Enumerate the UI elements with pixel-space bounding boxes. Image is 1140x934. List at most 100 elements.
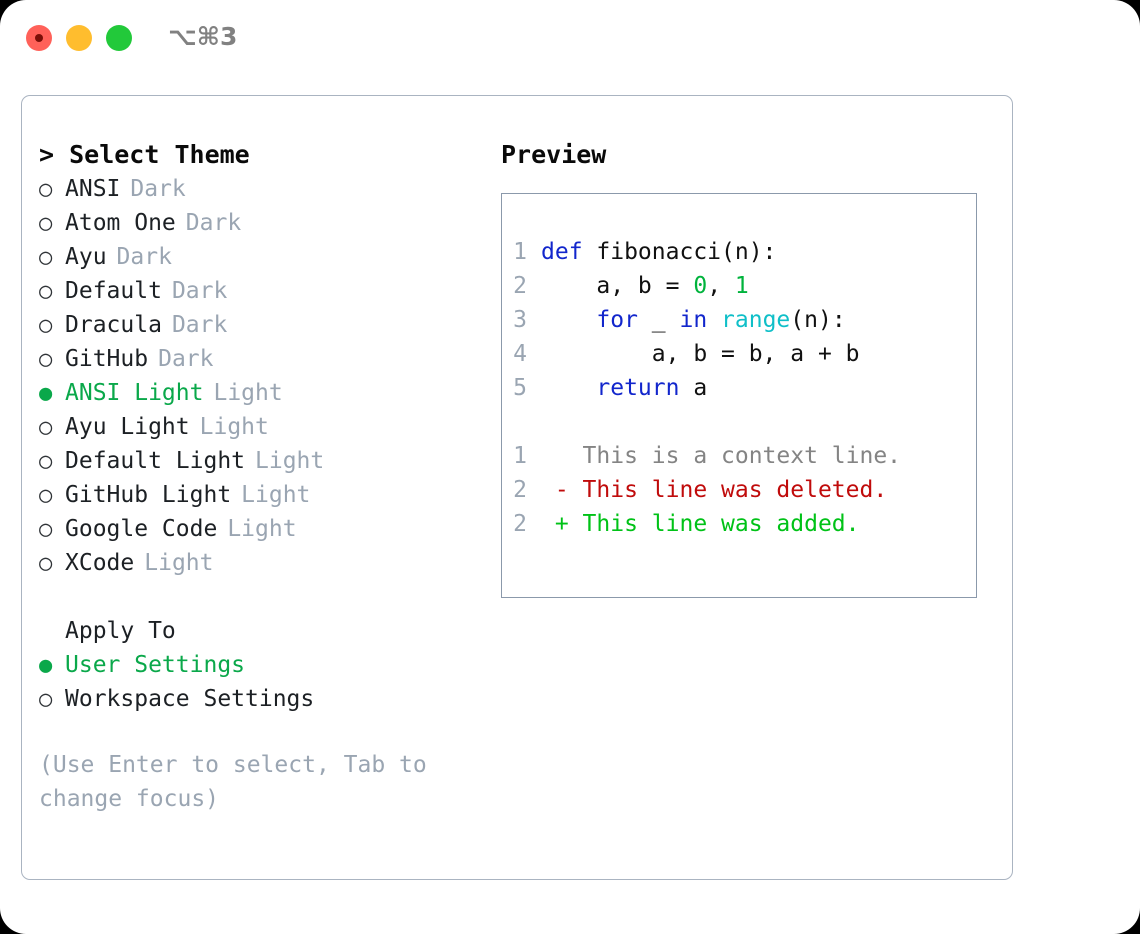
radio-unselected-icon: ○ [39,449,53,474]
apply-to-heading: Apply To [65,618,176,644]
code-line-number: 5 [513,375,527,401]
diff-line-number: 2 [513,477,527,503]
title-bar: ⌥⌘3 [0,0,1140,78]
code-line: 2 a, b = 0, 1 [513,269,970,303]
keyboard-hint-text: (Use Enter to select, Tab to change focu… [39,752,441,812]
radio-unselected-icon: ○ [39,177,53,202]
code-token-txt: , [707,273,735,299]
diff-line-del: 2 - This line was deleted. [513,473,970,507]
preview-heading: Preview [501,140,607,169]
theme-option-ansi-light[interactable]: ● ANSI Light Light [39,376,479,410]
code-line: 4 a, b = b, a + b [513,337,970,371]
theme-option-kind: Dark [171,278,228,304]
code-diff-spacer [513,405,970,439]
theme-option-kind: Light [144,550,214,576]
code-token-fn: range [721,307,791,333]
diff-line-text: This is a context line. [541,443,902,469]
apply-to-option-user-settings[interactable]: ● User Settings [39,648,479,682]
theme-option-kind: Light [255,448,325,474]
theme-option-label: Google Code [65,516,218,542]
theme-option-kind: Light [213,380,283,406]
theme-option-label: XCode [65,550,135,576]
theme-option-label: Default Light [65,448,246,474]
code-token-txt: fibonacci(n): [582,239,777,265]
diff-sample: 1 This is a context line.2 - This line w… [513,439,970,541]
theme-option-ayu-light[interactable]: ○ Ayu Light Light [39,410,479,444]
code-line: 5 return a [513,371,970,405]
code-token-kw: def [541,239,583,265]
radio-selected-icon: ● [39,653,53,678]
radio-unselected-icon: ○ [39,347,53,372]
code-line-number: 4 [513,341,527,367]
theme-option-label: Atom One [65,210,176,236]
theme-option-label: GitHub Light [65,482,232,508]
theme-option-label: ANSI Light [65,380,204,406]
code-token-num: 1 [734,273,749,299]
radio-unselected-icon: ○ [39,211,53,236]
diff-line-number: 2 [513,511,527,537]
diff-line-ctx: 1 This is a context line. [513,439,970,473]
code-token-kw: for [596,307,638,333]
code-token-txt: (n): [790,307,846,333]
apply-to-list[interactable]: ● User Settings ○Workspace Settings [39,648,479,716]
theme-option-kind: Dark [185,210,242,236]
diff-line-text: + This line was added. [541,511,860,537]
radio-unselected-icon: ○ [39,483,53,508]
code-token-num: 0 [693,273,708,299]
code-token-txt: _ [637,307,680,333]
theme-option-atom-one[interactable]: ○ Atom One Dark [39,206,479,240]
radio-unselected-icon: ○ [39,245,53,270]
list-spacer [39,580,479,614]
theme-option-kind: Dark [116,244,172,270]
radio-unselected-icon: ○ [39,415,53,440]
radio-unselected-icon: ○ [39,279,53,304]
code-line-number: 2 [513,273,527,299]
code-token-txt: a [679,375,708,401]
apply-to-option-label: User Settings [65,652,246,678]
close-window-button[interactable] [26,25,52,51]
apply-to-option-label: Workspace Settings [65,686,315,712]
theme-option-kind: Dark [171,312,228,338]
theme-option-kind: Light [199,414,269,440]
code-line-number: 1 [513,239,527,265]
minimize-window-button[interactable] [66,25,92,51]
window-controls [26,25,132,51]
code-token-txt: a, b = b, a + b [541,341,860,367]
code-token-kw: return [596,375,680,401]
diff-line-add: 2 + This line was added. [513,507,970,541]
theme-option-label: Ayu Light [65,414,190,440]
theme-option-kind: Dark [158,346,214,372]
zoom-window-button[interactable] [106,25,132,51]
diff-line-number: 1 [513,443,527,469]
apply-to-option-workspace-settings[interactable]: ○Workspace Settings [39,682,479,716]
radio-unselected-icon: ○ [39,551,53,576]
radio-unselected-icon: ○ [39,517,53,542]
theme-option-default-light[interactable]: ○ Default Light Light [39,444,479,478]
theme-option-kind: Dark [130,176,186,202]
radio-selected-icon: ● [39,381,53,406]
code-line: 1 def fibonacci(n): [513,235,970,269]
theme-option-label: Dracula [65,312,162,338]
diff-line-text: - This line was deleted. [541,477,888,503]
theme-option-xcode[interactable]: ○ XCode Light [39,546,479,580]
code-line-number: 3 [513,307,527,333]
keyboard-shortcut-label: ⌥⌘3 [168,22,238,51]
code-token-txt [541,375,596,401]
code-line: 3 for _ in range(n): [513,303,970,337]
code-token-txt [541,307,596,333]
